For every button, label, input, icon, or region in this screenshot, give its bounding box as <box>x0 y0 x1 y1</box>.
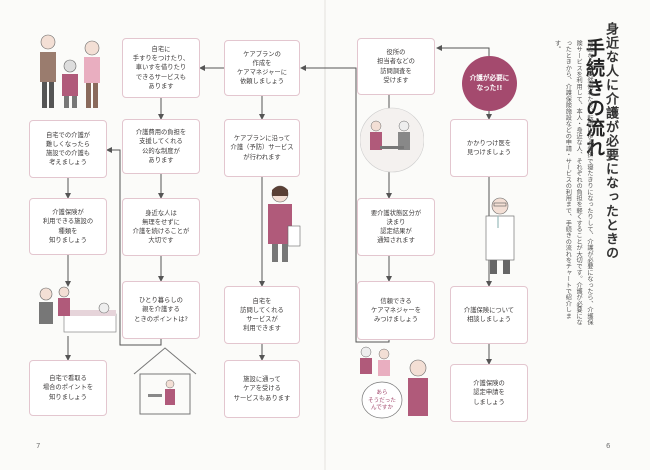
step-services-provided: ケアプランに沿って 介護（予防）サービス が行われます <box>224 119 300 177</box>
step-apply-certification: 介護保険の 認定申請を しましょう <box>450 364 528 422</box>
page-number-left: 7 <box>36 442 41 450</box>
visit-survey-illustration <box>360 107 424 173</box>
step-dont-overdo: 身近な人は 無理をせずに 介護を続けることが 大切です <box>122 198 200 256</box>
start-circle: 介護が必要に なった!! <box>462 56 517 111</box>
step-facility-types: 介護保険が 利用できる施設の 種類を 知りましょう <box>29 198 107 255</box>
step-handrail-wheelchair: 自宅に 手すりをつけたり、 車いすを借りたり できるサービスも あります <box>122 38 200 98</box>
doctor-illustration <box>485 197 515 274</box>
care-manager-illustration <box>268 185 301 262</box>
step-home-visit-survey: 役所の 担当者などの 訪問調査を 受けます <box>357 38 435 95</box>
title-line1: 身近な人に介護が必要になったときの <box>603 22 618 260</box>
intro-text: 身近な人が突然倒れたり、転倒による骨折で寝たきりになったりして、介護が必要になっ… <box>553 40 593 326</box>
conversation-illustration <box>360 346 428 419</box>
step-care-level-notice: 要介護状態区分が 決まり 認定結果が 通知されます <box>357 198 435 256</box>
step-day-services: 施設に通って ケアを受ける サービスもあります <box>224 360 300 418</box>
step-consult-insurance: 介護保険について 相談しましょう <box>450 286 528 344</box>
step-request-care-plan: ケアプランの 作成を ケアマネジャーに 依頼しましょう <box>224 40 300 96</box>
step-living-alone-parent: ひとり暮らしの 親を介護する ときのポイントは? <box>122 281 200 339</box>
family-illustration <box>40 34 100 108</box>
page-title: 手続きの流れ <box>583 38 605 158</box>
step-end-of-life-home: 自宅で看取る 場合のポイントを 知りましょう <box>29 360 107 416</box>
step-cost-support: 介護費用の負担を 支援してくれる 公的な制度が あります <box>122 119 200 174</box>
bedside-care-illustration <box>39 286 117 333</box>
speech-bubble-text: あら そうだった んですか <box>368 390 396 412</box>
step-consider-facility: 自宅での介護が 難しくなったら 施設での介護も 考えましょう <box>29 120 107 178</box>
step-home-visit-services: 自宅を 訪問してくれる サービスが 利用できます <box>224 286 300 344</box>
page-number-right: 6 <box>606 442 611 450</box>
step-find-doctor: かかりつけ医を 見つけましょう <box>450 119 528 177</box>
step-find-care-manager: 信頼できる ケアマネジャーを みつけましょう <box>357 281 435 340</box>
house-illustration <box>133 347 197 415</box>
page-gutter <box>324 0 326 470</box>
